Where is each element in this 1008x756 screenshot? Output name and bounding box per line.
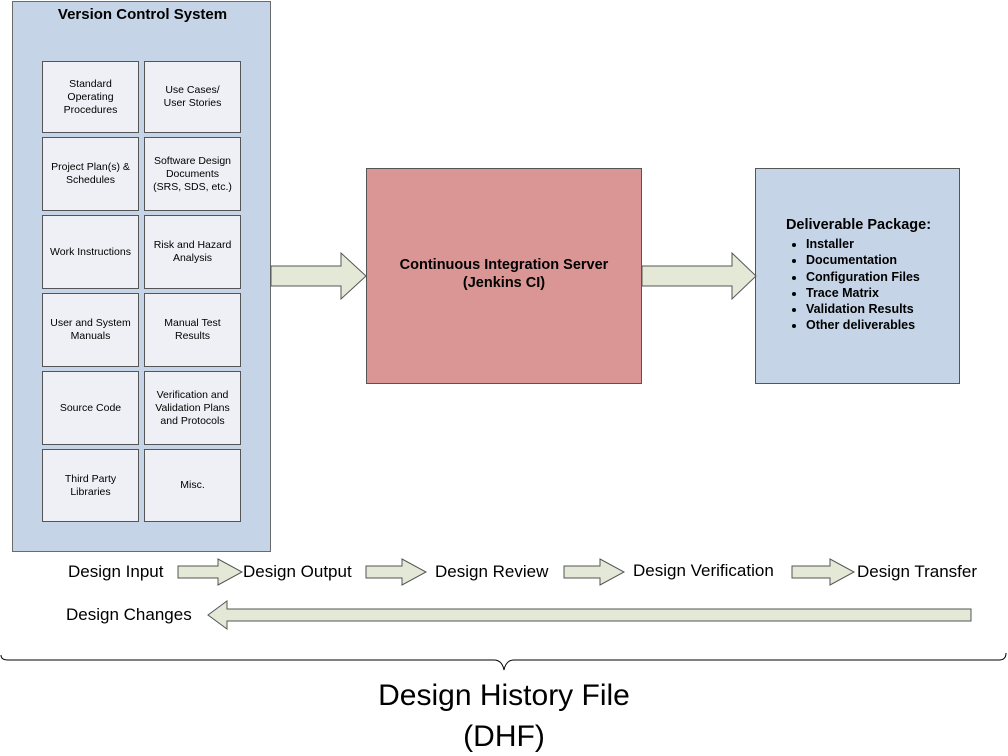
- phase-design-review: Design Review: [435, 562, 549, 581]
- phase-design-verification: Design Verification: [633, 561, 774, 580]
- deliverable-title: Deliverable Package:: [785, 217, 932, 233]
- dhf-subtitle: (DHF): [463, 720, 545, 753]
- phase-design-input: Design Input: [68, 562, 164, 581]
- vcs-item-test-results: Manual Test Results: [144, 293, 241, 367]
- review-to-verification-arrow: [563, 558, 626, 586]
- deliverable-item: Trace Matrix: [806, 285, 920, 301]
- version-control-title: Version Control System: [57, 6, 228, 23]
- vcs-to-ci-arrow: [270, 251, 367, 301]
- dhf-title: Design History File: [378, 679, 630, 712]
- deliverable-item: Validation Results: [806, 301, 920, 317]
- ci-server-box: Continuous Integration Server (Jenkins C…: [366, 168, 642, 384]
- vcs-item-vv-plans: Verification and Validation Plans and Pr…: [144, 371, 241, 445]
- vcs-item-source-code: Source Code: [42, 371, 139, 445]
- design-changes-arrow: [207, 600, 972, 630]
- ci-server-title: Continuous Integration Server: [399, 257, 609, 273]
- phase-design-transfer: Design Transfer: [857, 562, 977, 581]
- deliverable-list: Installer Documentation Configuration Fi…: [756, 236, 920, 334]
- vcs-item-third-party: Third Party Libraries: [42, 449, 139, 522]
- input-to-output-arrow: [177, 558, 244, 586]
- vcs-item-risk-analysis: Risk and Hazard Analysis: [144, 215, 241, 289]
- output-to-review-arrow: [365, 558, 428, 586]
- deliverable-item: Configuration Files: [806, 269, 920, 285]
- vcs-item-sops: Standard Operating Procedures: [42, 61, 139, 133]
- vcs-item-misc: Misc.: [144, 449, 241, 522]
- vcs-item-manuals: User and System Manuals: [42, 293, 139, 367]
- ci-to-deliverable-arrow: [641, 251, 757, 301]
- phase-design-output: Design Output: [243, 562, 352, 581]
- deliverable-item: Installer: [806, 236, 920, 252]
- design-changes-label: Design Changes: [66, 605, 192, 624]
- dhf-brace: [0, 652, 1007, 671]
- vcs-item-design-docs: Software Design Documents (SRS, SDS, etc…: [144, 137, 241, 211]
- vcs-item-work-instructions: Work Instructions: [42, 215, 139, 289]
- vcs-item-use-cases: Use Cases/ User Stories: [144, 61, 241, 133]
- ci-server-subtitle: (Jenkins CI): [462, 275, 546, 291]
- verification-to-transfer-arrow: [791, 558, 856, 586]
- deliverable-item: Documentation: [806, 252, 920, 268]
- deliverable-item: Other deliverables: [806, 317, 920, 333]
- vcs-item-project-plans: Project Plan(s) & Schedules: [42, 137, 139, 211]
